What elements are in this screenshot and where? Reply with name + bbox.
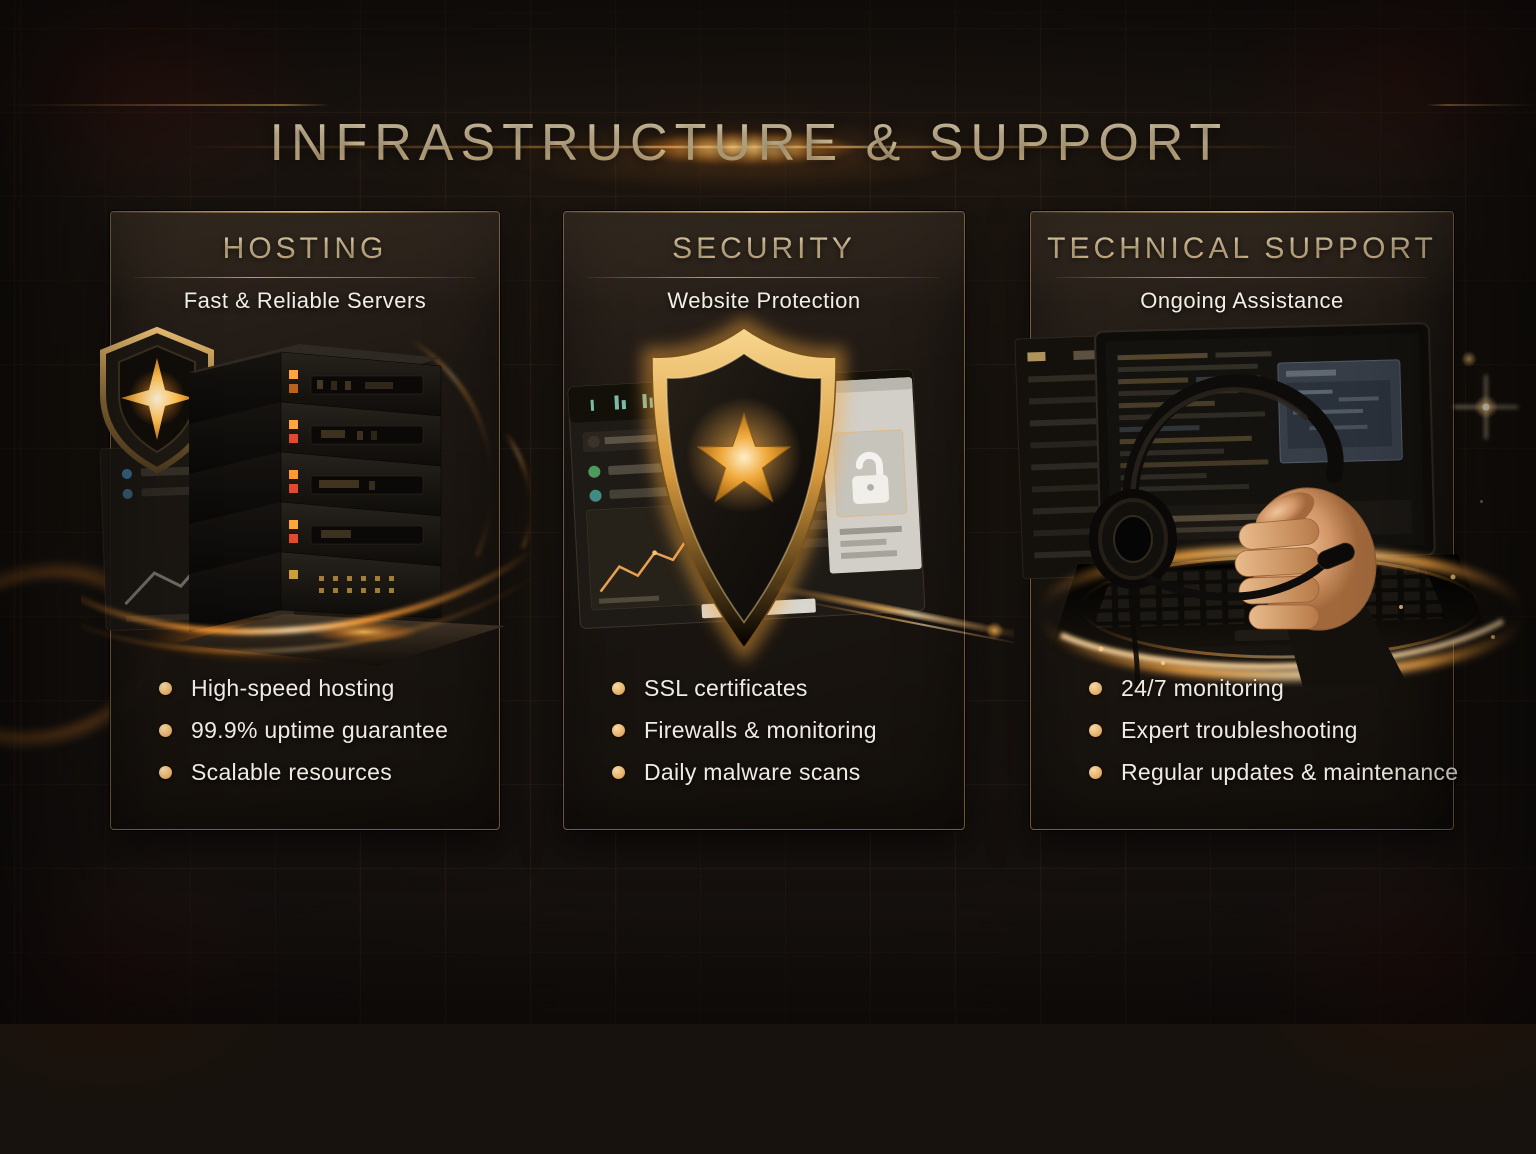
left-accent-line — [0, 104, 330, 106]
card-subtitle: Fast & Reliable Servers — [183, 288, 427, 313]
list-item: SSL certificates — [612, 674, 950, 702]
bullet-dot-icon — [612, 723, 625, 737]
sparkle-star-icon — [121, 358, 193, 440]
bullet-text: 99.9% uptime guarantee — [191, 716, 449, 743]
card-divider — [134, 277, 476, 278]
card-title: SECURITY — [564, 232, 964, 266]
code-lines — [1117, 351, 1272, 493]
feature-list: High-speed hosting 99.9% uptime guarante… — [159, 674, 485, 800]
list-item: Firewalls & monitoring — [612, 716, 950, 744]
bullet-text: 24/7 monitoring — [1121, 674, 1285, 701]
line-chart — [586, 502, 744, 611]
bullet-text: SSL certificates — [644, 674, 808, 701]
card-header: HOSTING Fast & Reliable Servers — [111, 212, 499, 314]
card-subtitle: Ongoing Assistance — [1140, 288, 1344, 313]
card-subtitle: Website Protection — [667, 288, 861, 313]
list-item: 24/7 monitoring — [1089, 674, 1439, 702]
headset-icon — [1089, 374, 1344, 687]
bullet-dot-icon — [1089, 723, 1102, 737]
feature-list: SSL certificates Firewalls & monitoring … — [612, 674, 950, 800]
orange-ring-glow — [1034, 546, 1528, 680]
headset-mic — [1145, 542, 1355, 601]
bullet-text: Regular updates & maintenance — [1121, 758, 1459, 785]
lock-panel — [820, 377, 922, 574]
bullet-dot-icon — [1089, 765, 1102, 779]
card-divider — [588, 277, 940, 278]
list-item: Regular updates & maintenance — [1089, 758, 1458, 786]
card-title: TECHNICAL SUPPORT — [1031, 232, 1453, 266]
card-hosting: HOSTING Fast & Reliable Servers — [81, 211, 531, 830]
lock-icon — [852, 451, 890, 505]
bullet-dot-icon — [159, 723, 172, 737]
bullet-text: Expert troubleshooting — [1121, 716, 1358, 743]
title-flare-icon — [600, 126, 890, 170]
bullet-text: Firewalls & monitoring — [644, 716, 877, 743]
laptop — [1050, 322, 1491, 652]
right-accent-line — [1426, 104, 1536, 106]
bullet-text: Daily malware scans — [644, 758, 861, 785]
bullet-dot-icon — [612, 765, 625, 779]
card-security: SECURITY Website Protection — [563, 211, 1014, 830]
toolbar-icons — [590, 393, 694, 411]
analytics-panel — [99, 439, 379, 632]
star-icon — [696, 411, 792, 503]
security-illustration — [544, 310, 1014, 675]
browser-window — [567, 368, 926, 629]
list-item: Scalable resources — [159, 758, 485, 786]
list-item: High-speed hosting — [159, 674, 485, 702]
bullet-text: Scalable resources — [191, 758, 393, 785]
bullet-dot-icon — [159, 681, 172, 695]
hand — [1234, 487, 1409, 687]
shield-badge-icon — [100, 326, 214, 474]
server-stack — [173, 344, 505, 666]
list-item: 99.9% uptime guarantee — [159, 716, 485, 744]
card-header: SECURITY Website Protection — [564, 212, 964, 314]
page-title: INFRASTRUCTURE & SUPPORT — [269, 113, 1229, 172]
card-technical-support: TECHNICAL SUPPORT Ongoing Assistance — [1014, 211, 1528, 830]
bullet-dot-icon — [1089, 681, 1102, 695]
list-item: Expert troubleshooting — [1089, 716, 1439, 744]
card-divider — [1056, 277, 1428, 278]
bullet-dot-icon — [159, 765, 172, 779]
screen-panel — [1277, 359, 1403, 464]
bullet-text: High-speed hosting — [191, 674, 395, 701]
card-title: HOSTING — [111, 232, 499, 266]
bullet-dot-icon — [612, 681, 625, 695]
ticket-list-panel — [1014, 331, 1242, 580]
support-illustration — [981, 307, 1536, 687]
security-shield-icon — [642, 316, 846, 664]
hosting-illustration — [81, 312, 531, 672]
list-item: Daily malware scans — [612, 758, 950, 786]
card-header: TECHNICAL SUPPORT Ongoing Assistance — [1031, 212, 1453, 314]
feature-list: 24/7 monitoring Expert troubleshooting R… — [1089, 674, 1458, 800]
keyboard — [1092, 563, 1447, 628]
